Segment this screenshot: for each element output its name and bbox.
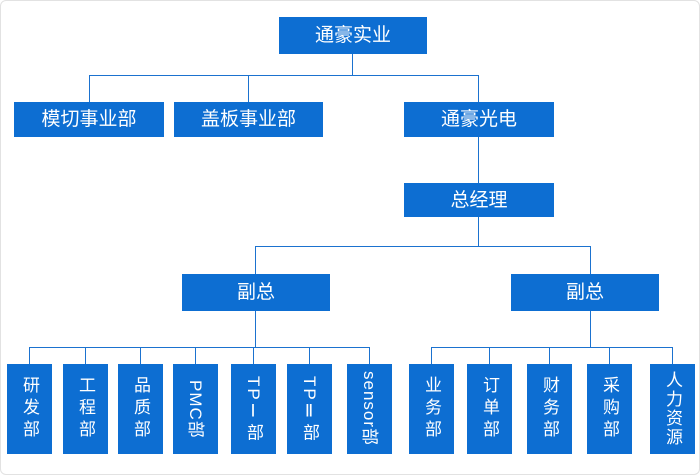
node-dept-tp2: TPⅡ部 [287,364,332,454]
connector [352,54,353,75]
connector [29,347,370,348]
connector [29,347,30,364]
connector [89,75,479,76]
connector [590,246,591,274]
connector [140,347,141,364]
node-dept-pmc: PMC部 [173,364,218,454]
node-dept-procurement: 采购部 [587,364,632,454]
connector [369,347,370,364]
node-general-manager: 总经理 [404,183,554,217]
node-die-cut-division: 模切事业部 [14,102,164,137]
connector [255,246,256,274]
connector [253,347,254,364]
node-dept-engineering: 工程部 [63,364,108,454]
connector [255,246,591,247]
connector [195,347,196,364]
connector [85,347,86,364]
connector [672,347,673,364]
node-dept-rd: 研发部 [7,364,52,454]
connector [89,75,90,102]
node-dept-sales: 业务部 [409,364,454,454]
node-dept-orders: 订单部 [467,364,512,454]
node-group-hq: 通豪实业 [279,17,427,54]
node-dept-sensor: sensor部 [347,364,392,454]
connector [255,311,256,347]
connector [431,347,673,348]
connector [590,311,591,347]
connector [478,217,479,246]
connector [478,137,479,183]
node-cover-plate-division: 盖板事业部 [174,102,323,137]
connector [489,347,490,364]
node-dept-finance: 财务部 [527,364,572,454]
connector [549,347,550,364]
connector [309,347,310,364]
node-dept-tp1: TPⅠ部 [231,364,276,454]
node-vp-right: 副总 [511,274,659,311]
node-optoelectronics: 通豪光电 [404,102,554,137]
connector [478,75,479,102]
node-dept-quality: 品质部 [118,364,163,454]
connector [248,75,249,102]
node-dept-hr: 人力资源 [650,364,695,454]
connector [431,347,432,364]
node-vp-left: 副总 [182,274,330,311]
connector [609,347,610,364]
